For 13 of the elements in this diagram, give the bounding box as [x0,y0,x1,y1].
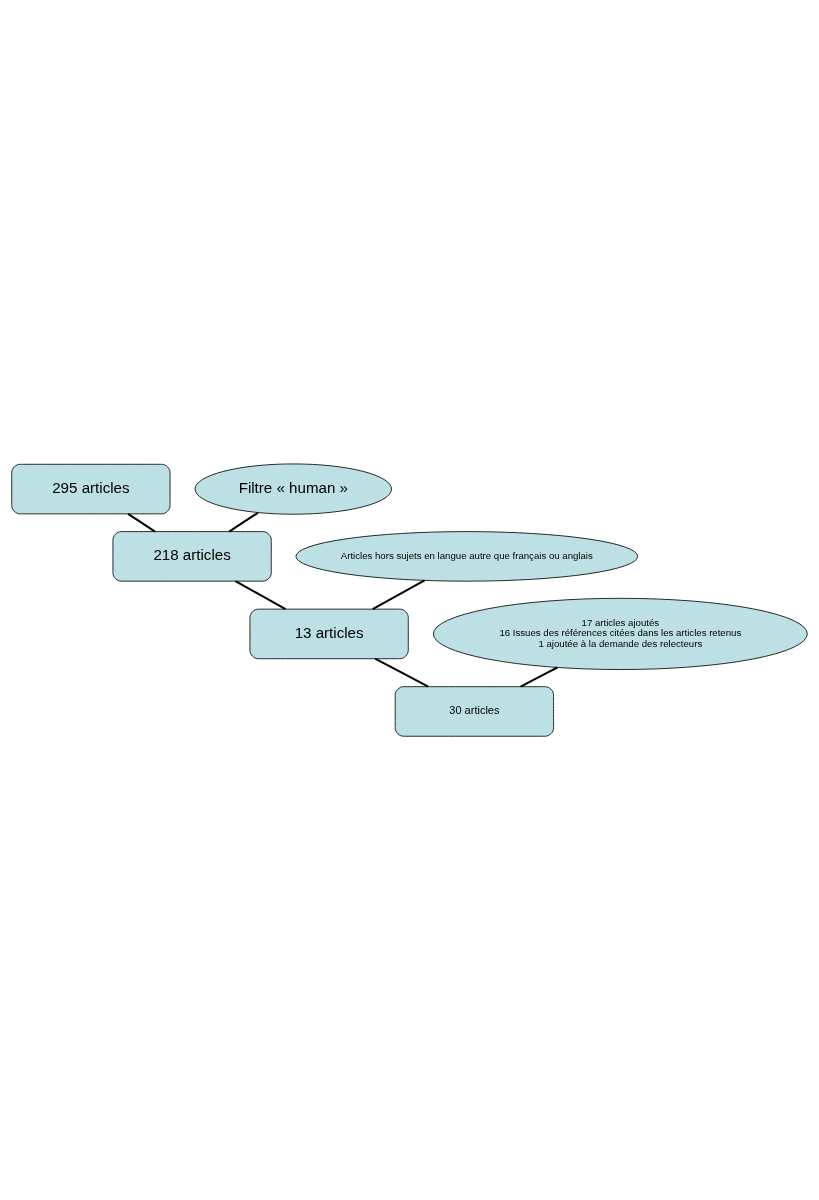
connector [372,579,426,611]
node-box: 30 articles [394,686,554,737]
connector [228,511,259,533]
node-ellipse: 17 articles ajoutés 16 Issues des références citées dans les articles retenus 1 ajoutée à la demande des relecteurs [432,597,808,670]
node-box: 13 articles [249,608,409,660]
connector [234,580,287,610]
node-ellipse: Articles hors sujets en langue autre que français ou anglais [295,531,639,582]
node-ellipse: Filtre « human » [194,463,392,515]
node-box: 218 articles [112,531,272,582]
node-box: 295 articles [11,463,171,515]
connector [374,657,429,688]
connector [127,513,156,533]
connector [520,666,558,688]
